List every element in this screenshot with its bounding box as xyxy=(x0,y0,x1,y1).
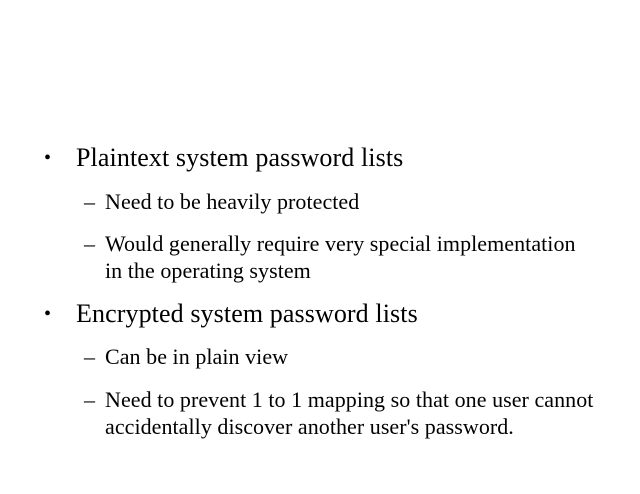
list-item: – Can be in plain view xyxy=(84,343,594,370)
disc-bullet-icon: • xyxy=(44,147,52,169)
dash-bullet-icon: – xyxy=(84,189,96,214)
dash-bullet-icon: – xyxy=(84,231,96,256)
list-item: – Need to be heavily protected xyxy=(84,188,594,215)
list-item-label: Would generally require very special imp… xyxy=(105,231,576,283)
list-item: • Encrypted system password lists xyxy=(44,299,604,329)
list-item: – Need to prevent 1 to 1 mapping so that… xyxy=(84,386,594,440)
disc-bullet-icon: • xyxy=(44,303,52,325)
list-item-label: Can be in plain view xyxy=(105,344,289,369)
list-item-label: Encrypted system password lists xyxy=(76,299,418,328)
list-item: • Plaintext system password lists xyxy=(44,143,604,173)
list-item: – Would generally require very special i… xyxy=(84,230,594,284)
dash-bullet-icon: – xyxy=(84,344,96,369)
list-item-label: Need to be heavily protected xyxy=(105,189,360,214)
list-item-label: Need to prevent 1 to 1 mapping so that o… xyxy=(105,387,594,439)
list-item-label: Plaintext system password lists xyxy=(76,143,404,172)
dash-bullet-icon: – xyxy=(84,387,96,412)
